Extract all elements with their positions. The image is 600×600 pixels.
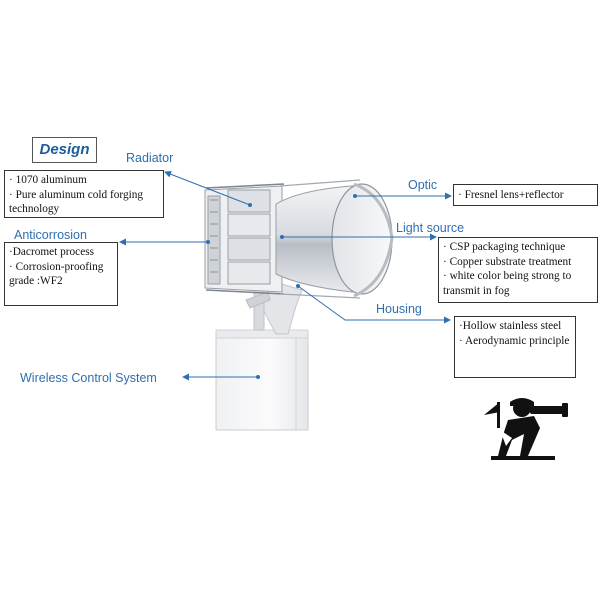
light-source-line-3: · white color being strong to transmit i… [443, 270, 572, 297]
light-source-label: Light source [396, 221, 465, 235]
optic-line-1: · Fresnel lens+reflector [458, 189, 564, 201]
radiator-fins [204, 183, 285, 295]
anticorrosion-label: Anticorrosion [14, 228, 87, 242]
radiator-line-1: · 1070 aluminum [9, 174, 87, 186]
housing-line-2: · Aerodynamic principle [459, 334, 570, 347]
radiator-line-2: · Pure aluminum cold forging technology [9, 188, 144, 216]
radiator-label: Radiator [126, 151, 174, 165]
anticorrosion-line-1: ·Dacromet process [9, 246, 95, 258]
anticorrosion-box: ·Dacromet process · Corrosion-proofing g… [4, 242, 118, 306]
design-title: Design [32, 137, 97, 163]
wireless-control-label: Wireless Control System [20, 371, 157, 385]
optic-label: Optic [408, 178, 438, 192]
anticorrosion-line-2: · Corrosion-proofing grade :WF2 [9, 260, 104, 288]
housing-line-1: ·Hollow stainless steel [459, 320, 562, 332]
housing-label: Housing [376, 302, 422, 316]
light-source-line-1: · CSP packaging technique [443, 241, 566, 253]
explorer-telescope-icon [484, 398, 568, 460]
light-source-box: · CSP packaging technique · Copper subst… [438, 237, 598, 303]
front-lens [331, 182, 394, 298]
radiator-box: · 1070 aluminum · Pure aluminum cold for… [4, 170, 164, 218]
optic-box: · Fresnel lens+reflector [453, 184, 598, 206]
callout-arrows [119, 170, 452, 381]
housing-box: ·Hollow stainless steel · Aerodynamic pr… [454, 316, 576, 378]
light-source-line-2: · Copper substrate treatment [443, 255, 572, 268]
control-box [215, 329, 309, 431]
